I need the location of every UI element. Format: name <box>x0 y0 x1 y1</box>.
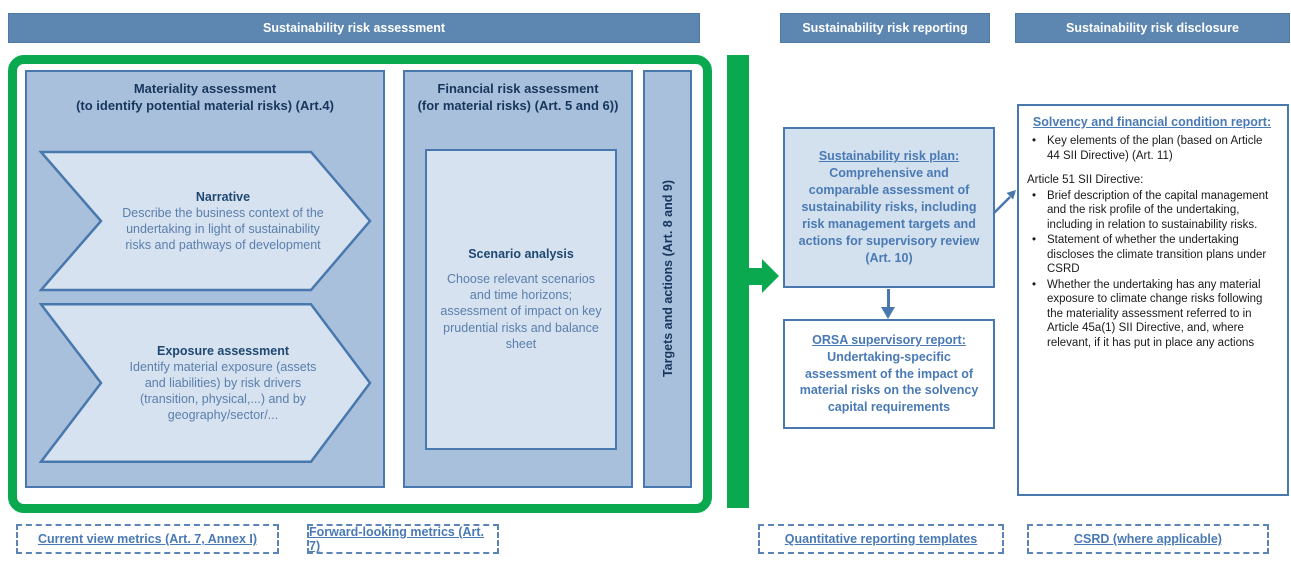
materiality-title-line2: (to identify potential material risks) (… <box>76 97 334 113</box>
green-connector-bar <box>727 55 749 508</box>
financial-risk-assessment-panel: Financial risk assessment (for material … <box>403 70 633 488</box>
solvency-financial-condition-report-box: Solvency and financial condition report:… <box>1017 104 1289 496</box>
scenario-title: Scenario analysis <box>468 246 574 261</box>
diagonal-right-arrow-icon <box>993 190 1016 214</box>
materiality-title-line1: Materiality assessment <box>133 81 277 96</box>
targets-and-actions-bar: Targets and actions (Art. 8 and 9) <box>643 70 692 488</box>
financial-title-line1: Financial risk assessment <box>437 81 599 96</box>
chevron-arrow-shape <box>39 302 373 464</box>
orsa-title: ORSA supervisory report: <box>812 332 966 347</box>
bullet-marker: • <box>1032 234 1037 247</box>
disclosure-bullet-4: • Whether the undertaking has any materi… <box>1027 278 1277 350</box>
exposure-chevron: Exposure assessment Identify material ex… <box>39 302 373 464</box>
chevron-arrow-shape <box>39 150 373 292</box>
quantitative-reporting-templates-label: Quantitative reporting templates <box>784 532 978 546</box>
quantitative-reporting-templates-box: Quantitative reporting templates <box>758 524 1004 554</box>
csrd-box: CSRD (where applicable) <box>1027 524 1269 554</box>
current-view-metrics-label: Current view metrics (Art. 7, Annex I) <box>37 532 258 546</box>
orsa-supervisory-report-box: ORSA supervisory report: Undertaking-spe… <box>783 319 995 429</box>
bullet-text: Brief description of the capital managem… <box>1047 189 1269 231</box>
bullet-marker: • <box>1032 278 1037 291</box>
plan-body: Comprehensive and comparable assessment … <box>798 166 980 265</box>
disclosure-title: Solvency and financial condition report: <box>1032 115 1272 129</box>
disclosure-subheading: Article 51 SII Directive: <box>1027 174 1144 187</box>
narrative-chevron-text: Narrative Describe the business context … <box>39 150 373 292</box>
exposure-chevron-text: Exposure assessment Identify material ex… <box>39 302 373 464</box>
materiality-assessment-panel: Materiality assessment (to identify pote… <box>25 70 385 488</box>
green-highlight-frame <box>8 55 712 513</box>
header-sustainability-risk-assessment: Sustainability risk assessment <box>8 13 700 43</box>
current-view-metrics-box: Current view metrics (Art. 7, Annex I) <box>16 524 279 554</box>
disclosure-bullet-3: • Statement of whether the undertaking d… <box>1027 233 1277 276</box>
green-right-arrow-icon <box>762 259 779 293</box>
bullet-marker: • <box>1032 135 1037 148</box>
disclosure-bullet-1: • Key elements of the plan (based on Art… <box>1027 134 1277 163</box>
forward-looking-metrics-box: Forward-looking metrics (Art. 7) <box>307 524 499 554</box>
financial-panel-title: Financial risk assessment (for material … <box>405 81 631 115</box>
narrative-title: Narrative <box>195 189 251 204</box>
exposure-body: Identify material exposure (assets and l… <box>129 360 317 423</box>
targets-label: Targets and actions (Art. 8 and 9) <box>660 180 675 378</box>
exposure-title: Exposure assessment <box>156 343 289 358</box>
green-arrow-stem <box>749 268 762 285</box>
materiality-panel-title: Materiality assessment (to identify pote… <box>27 81 383 115</box>
bullet-text: Key elements of the plan (based on Artic… <box>1047 135 1263 162</box>
plan-title: Sustainability risk plan: <box>818 149 960 164</box>
header-label: Sustainability risk disclosure <box>1066 21 1239 35</box>
forward-looking-metrics-label: Forward-looking metrics (Art. 7) <box>309 525 485 553</box>
orsa-body: Undertaking-specific assessment of the i… <box>799 349 979 415</box>
csrd-label: CSRD (where applicable) <box>1074 532 1222 546</box>
bullet-text: Whether the undertaking has any material… <box>1047 278 1263 349</box>
header-sustainability-risk-disclosure: Sustainability risk disclosure <box>1015 13 1290 43</box>
disclosure-bullet-2: • Brief description of the capital manag… <box>1027 189 1277 232</box>
sustainability-risk-plan-box: Sustainability risk plan: Comprehensive … <box>783 127 995 288</box>
scenario-analysis-box: Scenario analysis Choose relevant scenar… <box>425 149 617 450</box>
down-arrow-icon <box>881 307 895 319</box>
down-arrow-stem <box>887 289 890 309</box>
scenario-body: Choose relevant scenarios and time horiz… <box>440 271 602 351</box>
bullet-text: Statement of whether the undertaking dis… <box>1047 234 1267 276</box>
bullet-marker: • <box>1032 189 1037 202</box>
narrative-body: Describe the business context of the und… <box>122 206 324 253</box>
header-label: Sustainability risk reporting <box>802 21 968 35</box>
narrative-chevron: Narrative Describe the business context … <box>39 150 373 292</box>
header-label: Sustainability risk assessment <box>262 21 446 35</box>
header-sustainability-risk-reporting: Sustainability risk reporting <box>780 13 990 43</box>
financial-title-line2: (for material risks) (Art. 5 and 6)) <box>417 97 619 113</box>
